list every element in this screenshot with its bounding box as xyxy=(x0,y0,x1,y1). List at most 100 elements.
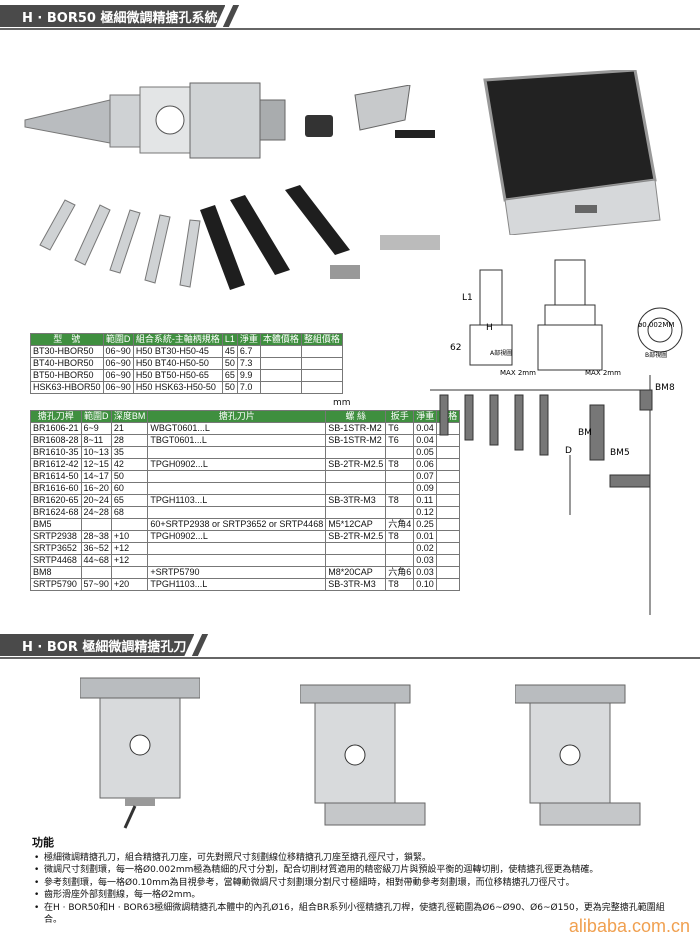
table-cell: SB-3TR-M3 xyxy=(325,494,387,507)
table-cell xyxy=(110,518,149,531)
col-header: 搪孔刀桿 xyxy=(30,410,82,423)
col-header: 整組價格 xyxy=(300,333,343,346)
table-cell: 20~24 xyxy=(80,494,112,507)
drawing-label-bm5: BM5 xyxy=(610,448,630,458)
table-cell: SRTP4468 xyxy=(30,554,82,567)
table-cell xyxy=(259,381,302,394)
table-cell xyxy=(325,482,387,495)
table-cell: 10~13 xyxy=(80,446,112,459)
table-cell: TPGH0902...L xyxy=(147,530,327,543)
table-cell xyxy=(80,566,112,579)
table-cell: 0.10 xyxy=(413,578,438,591)
drawing-label-d: D xyxy=(565,446,572,456)
col-header: 範圍D xyxy=(80,410,112,423)
col-header: 扳手 xyxy=(385,410,415,423)
col-header: 型 號 xyxy=(30,333,104,346)
table-cell: 16~20 xyxy=(80,482,112,495)
table-cell: +10 xyxy=(110,530,149,543)
table-row: HSK63-HBOR50 06~90 H50 HSK63-H50-50 50 7… xyxy=(30,381,343,394)
table-cell: SRTP2938 xyxy=(30,530,82,543)
table-row: BT40-HBOR50 06~90 H50 BT40-H50-50 50 7.3 xyxy=(30,357,343,370)
table-cell: BR1616-60 xyxy=(30,482,82,495)
table-cell xyxy=(259,345,302,358)
table-cell: BT30-HBOR50 xyxy=(30,345,104,358)
table-cell: 45 xyxy=(221,345,238,358)
drawing-label-b-view: B部視圖 xyxy=(645,351,667,359)
table-cell: 36~52 xyxy=(80,542,112,555)
table-cell: 28 xyxy=(110,434,149,447)
table-cell: 57~90 xyxy=(80,578,112,591)
table-cell: 60+SRTP2938 or SRTP3652 or SRTP4468 xyxy=(147,518,327,531)
col-header: 本體價格 xyxy=(259,333,302,346)
table-cell: 42 xyxy=(110,458,149,471)
table-header-row: 搪孔刀桿 範圍D 深度BM 搪孔刀片 螺 絲 扳手 淨重 價格 xyxy=(30,410,461,423)
table-cell: 9.9 xyxy=(236,369,261,382)
col-header: 螺 絲 xyxy=(325,410,387,423)
table-cell: 14~17 xyxy=(80,470,112,483)
feature-list: 極細微調精搪孔刀，組合精搪孔刀座，可先對照尺寸刻劃線位移精搪孔刀座至搪孔徑尺寸，… xyxy=(32,852,682,927)
table-row: BT50-HBOR50 06~90 H50 BT50-H50-65 65 9.9 xyxy=(30,369,343,382)
table-cell: SB-2TR-M2.5 xyxy=(325,458,387,471)
table-cell: 7.3 xyxy=(236,357,261,370)
table-cell xyxy=(325,446,387,459)
section2-title: H · BOR 極細微調精搪孔刀 xyxy=(0,634,194,656)
table-cell: TPGH0902...L xyxy=(147,458,327,471)
table-cell: 50 xyxy=(110,470,149,483)
table-cell xyxy=(436,578,461,591)
table-cell: +12 xyxy=(110,542,149,555)
table-cell: TBGT0601...L xyxy=(147,434,327,447)
table-cell: 21 xyxy=(110,422,149,435)
table-cell: 65 xyxy=(110,494,149,507)
drawing-label-l1: L1 xyxy=(462,293,473,303)
table-cell: 35 xyxy=(110,446,149,459)
table-cell: BR1608-28 xyxy=(30,434,82,447)
table-cell xyxy=(147,506,327,519)
table-cell: BR1610-35 xyxy=(30,446,82,459)
table-cell: M8*20CAP xyxy=(325,566,387,579)
table-cell xyxy=(147,446,327,459)
list-item: 極細微調精搪孔刀，組合精搪孔刀座，可先對照尺寸刻劃線位移精搪孔刀座至搪孔徑尺寸，… xyxy=(34,852,682,865)
col-header: L1 xyxy=(221,333,238,346)
table-cell xyxy=(147,554,327,567)
table-cell: 50 xyxy=(221,357,238,370)
drawing-label-bm8: BM8 xyxy=(655,383,675,393)
table-cell: SB-3TR-M3 xyxy=(325,578,387,591)
table-cell xyxy=(325,554,387,567)
banner-slash xyxy=(223,5,240,27)
table-cell: 06~90 xyxy=(102,369,134,382)
table-cell: 28~38 xyxy=(80,530,112,543)
col-header: 深度BM xyxy=(110,410,149,423)
table-cell: 6.7 xyxy=(236,345,261,358)
section1-title: H · BOR50 極細微調精搪孔系統 xyxy=(0,5,225,27)
table-cell: H50 HSK63-H50-50 xyxy=(132,381,223,394)
table-cell xyxy=(147,482,327,495)
list-item: 在H · BOR50和H · BOR63極細微調精搪孔本體中的內孔Ø16，組合B… xyxy=(34,902,682,927)
table-cell: H50 BT50-H50-65 xyxy=(132,369,223,382)
list-item: 參考刻劃環，每一格Ø0.10mm為目視參考，當轉動微調尺寸刻劃環分割尺寸極細時，… xyxy=(34,877,682,890)
table-cell xyxy=(325,542,387,555)
table-cell: SRTP3652 xyxy=(30,542,82,555)
table-cell xyxy=(300,357,343,370)
table-cell: 68 xyxy=(110,506,149,519)
drawing-label-bm: BM xyxy=(578,428,592,438)
table-cell: 8~11 xyxy=(80,434,112,447)
table-cell: 44~68 xyxy=(80,554,112,567)
table-cell: BR1606-21 xyxy=(30,422,82,435)
table-cell: +SRTP5790 xyxy=(147,566,327,579)
table-cell: M5*12CAP xyxy=(325,518,387,531)
table-row: BT30-HBOR50 06~90 H50 BT30-H50-45 45 6.7 xyxy=(30,345,343,358)
table-cell: BR1612-42 xyxy=(30,458,82,471)
list-item: 微調尺寸刻劃環，每一格Ø0.002mm極為精細的尺寸分割，配合切削材質適用的精密… xyxy=(34,864,682,877)
table-cell xyxy=(259,369,302,382)
unit-label: mm xyxy=(333,398,351,408)
col-header: 淨重 xyxy=(236,333,261,346)
